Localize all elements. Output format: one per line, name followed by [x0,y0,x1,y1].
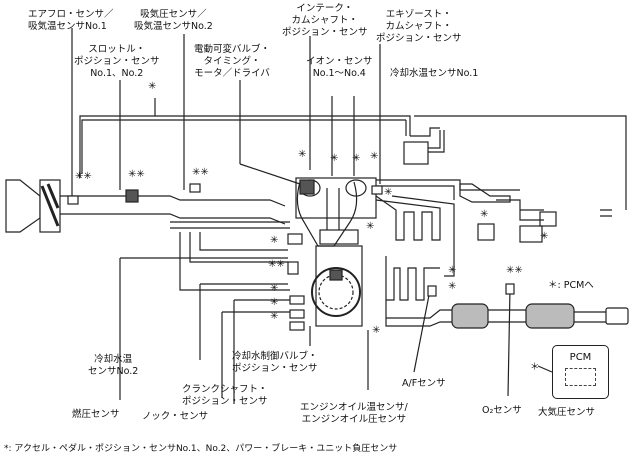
label-maf-iat1: エアフロ・センサ／ 吸気温センサNo.1 [28,9,114,32]
pcm-star: ✳ [540,231,549,242]
label-oil-temp-press: エンジンオイル温センサ/ エンジンオイル圧センサ [300,402,408,425]
ect1-sensor [371,185,383,195]
label-exhaust-cam: エキゾースト・ カムシャフト・ ポジション・センサ [376,9,462,44]
pcm-star: ✳ [448,281,457,292]
coolant-side-components [179,232,305,331]
pcm-title: PCM [569,352,592,363]
pcm-star: ✳ [270,311,279,322]
throttle-body [125,189,139,203]
engine-block [295,177,377,327]
vvt-motor [299,179,315,195]
pcm-star: ✳ [480,209,489,220]
label-ect1: 冷却水温センサNo.1 [390,68,479,79]
label-vvt-motor: 電動可変バルブ・ タイミング・ モータ／ドライバ [194,44,271,79]
label-coolant-valve: 冷却水制御バルブ・ ポジション・センサ [232,351,318,374]
pcm-star: ✳✳ [506,265,523,276]
o2-sensor [505,283,515,295]
label-pcm-arrow: ＊: PCMへ [548,280,594,291]
pcm-star: ✳ [384,187,393,198]
pcm-star: ✳ [148,81,157,92]
upper-harness-2 [81,119,407,174]
label-ion: イオン・センサ No.1～No.4 [306,56,373,79]
pcm-star: ✳ [330,153,339,164]
label-ect2: 冷却水温 センサNo.2 [88,354,139,377]
pcm-box: PCM [552,345,609,399]
brake-area [376,179,612,243]
pcm-star: ✳ [370,151,379,162]
pcm-star: ✳✳ [128,169,145,180]
maf-sensor [67,195,79,205]
label-intake-cam: インテーク・ カムシャフト・ ポジション・センサ [282,3,368,38]
label-map-iat2: 吸気圧センサ／ 吸気温センサNo.2 [134,9,213,32]
leader-lines [71,28,553,404]
af-sensor [427,285,437,297]
pcm-star: ✳✳ [268,259,285,270]
pcm-star: ✳ [270,235,279,246]
pcm-star: ✳ [372,325,381,336]
label-pcm-star: ＊ [530,362,540,373]
label-fuel-pressure: 燃圧センサ [72,409,120,420]
air-cleaner [5,179,61,233]
upper-harness [79,98,627,210]
pcm-star: ✳ [270,297,279,308]
pcm-star: ✳ [270,283,279,294]
label-o2: O₂センサ [482,405,522,416]
pcm-star: ✳✳ [75,171,92,182]
label-throttle: スロットル・ ポジション・センサ No.1、No.2 [74,44,160,79]
pcm-star: ✳ [448,265,457,276]
label-crank: クランクシャフト・ ポジション・センサ [182,384,268,407]
intake-tube [60,195,290,229]
label-af: A/Fセンサ [402,378,446,389]
map-sensor [189,183,201,193]
footnote: *: アクセル・ペダル・ポジション・センサNo.1、No.2、パワー・ブレーキ・… [4,444,398,454]
pcm-star: ✳ [366,221,375,232]
baro-sensor-inner [565,368,596,386]
pcm-star: ✳ [352,153,361,164]
exhaust-manifold [375,195,455,301]
canister [403,141,429,165]
pcm-star: ✳ [298,149,307,160]
label-baro: 大気圧センサ [538,407,596,418]
pcm-star: ✳✳ [192,167,209,178]
label-knock: ノック・センサ [142,411,209,422]
exhaust-pipe [385,300,629,329]
